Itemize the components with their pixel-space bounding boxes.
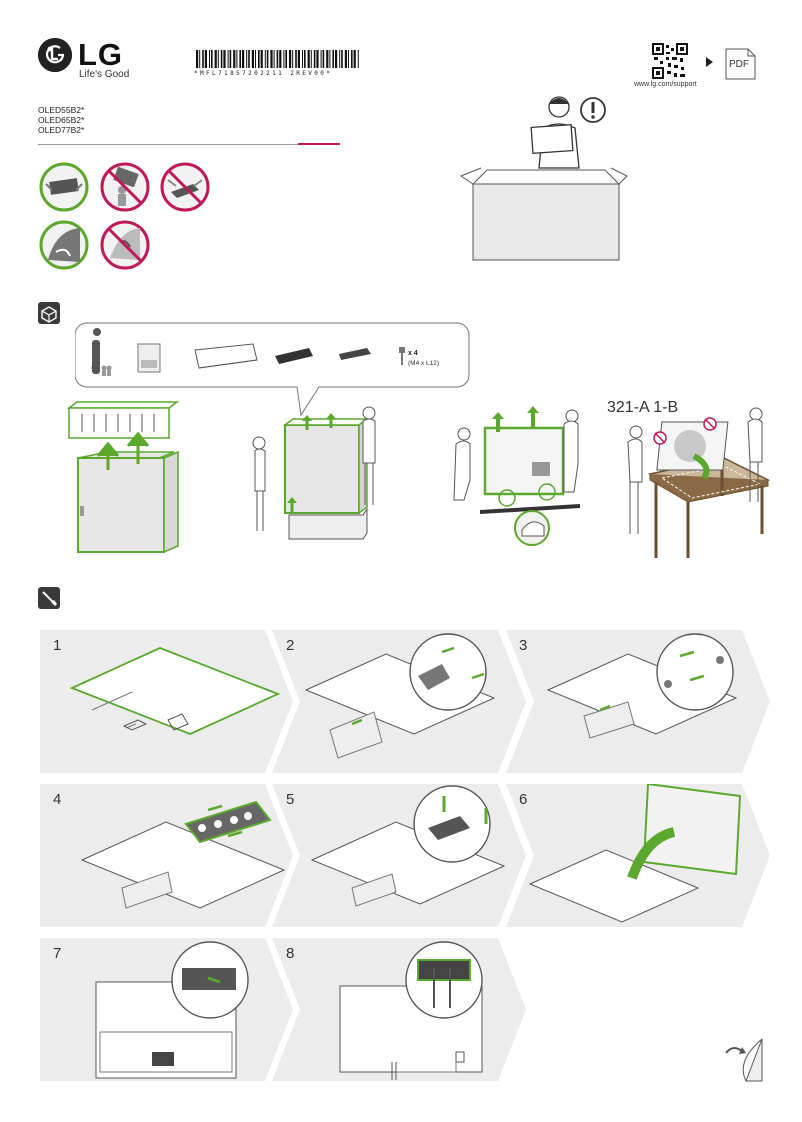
step-number: 1 xyxy=(53,637,62,654)
cover-icon xyxy=(339,348,371,360)
screw-icon xyxy=(399,347,405,365)
handling-prohibited-icon xyxy=(100,162,150,212)
brand-tagline: Life's Good xyxy=(79,69,130,80)
cable-manage-illustration xyxy=(339,941,483,1080)
screw-count: x 4 xyxy=(408,350,418,357)
handling-prohibited-icon xyxy=(160,162,210,212)
warning-icon xyxy=(580,97,606,123)
divider xyxy=(38,144,298,145)
unboxing-illustration xyxy=(459,96,628,261)
cover-attach-illustration xyxy=(95,941,249,1079)
brand-logo-text: LG xyxy=(78,37,124,72)
model-name: OLED65B2* xyxy=(38,115,85,125)
step-number: 8 xyxy=(286,945,295,962)
stand-attach-illustration xyxy=(304,633,496,759)
remote-control-icon xyxy=(92,328,112,376)
step-number: 7 xyxy=(53,945,62,962)
screw-stand-illustration xyxy=(546,633,738,739)
assembly-steps-row-2 xyxy=(40,784,770,927)
press-cover-illustration xyxy=(310,785,506,907)
step-number: 3 xyxy=(519,637,528,654)
stand-base-icon xyxy=(194,343,258,369)
tv-back-illustration xyxy=(69,647,281,735)
divider-accent xyxy=(298,143,340,145)
hand-grip-icon xyxy=(514,510,550,546)
step-number: 4 xyxy=(53,791,62,808)
pdf-document-icon[interactable]: PDF xyxy=(724,48,757,80)
handling-prohibited-icon xyxy=(100,220,150,270)
handling-ok-icon xyxy=(39,162,89,212)
arrow-right-icon xyxy=(706,57,713,67)
unpack-step-code: 321-A 1-B xyxy=(607,399,679,416)
accessories-callout xyxy=(75,322,470,417)
screw-base-illustration xyxy=(80,800,286,909)
lift-tv-illustration xyxy=(453,406,580,546)
unpack-section-icon xyxy=(38,302,60,324)
lg-logo-icon xyxy=(38,38,72,72)
barcode-icon xyxy=(196,50,359,68)
screw-size: (M4 x L12) xyxy=(408,360,440,367)
qr-code-icon xyxy=(652,43,688,79)
assembly-steps-row-3 xyxy=(40,938,526,1081)
battery-label: AA xyxy=(91,365,98,371)
box-open-illustration xyxy=(66,401,180,554)
page-turn-icon[interactable] xyxy=(722,1037,764,1083)
support-url[interactable]: www.lg.com/support xyxy=(634,81,697,88)
assembly-steps-row-1 xyxy=(40,630,770,773)
pdf-label: PDF xyxy=(729,59,749,70)
screwdriver-section-icon xyxy=(38,587,60,609)
step-number: 6 xyxy=(519,791,528,808)
step-number: 2 xyxy=(286,637,295,654)
step-number: 5 xyxy=(286,791,295,808)
handling-ok-icon xyxy=(39,220,89,270)
model-name: OLED77B2* xyxy=(38,125,85,135)
lift-box-illustration xyxy=(252,406,376,540)
stand-tv-upright-illustration xyxy=(528,784,742,923)
place-on-table-illustration xyxy=(627,407,771,558)
stand-neck-icon xyxy=(275,348,313,364)
manual-icon xyxy=(137,343,161,373)
model-list: OLED55B2* OLED65B2* OLED77B2* xyxy=(38,105,84,135)
handling-guide xyxy=(39,162,210,270)
model-name: OLED55B2* xyxy=(38,105,85,115)
barcode-text: *MFL71857202211 2REV00* xyxy=(194,70,333,77)
